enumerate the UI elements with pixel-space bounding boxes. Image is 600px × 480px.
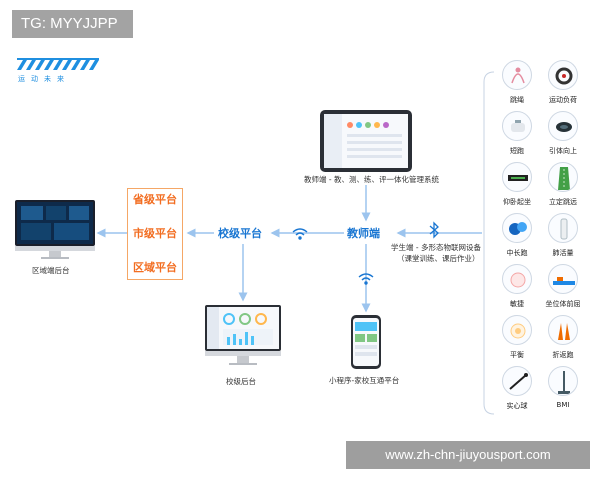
balance-device xyxy=(502,315,532,345)
miniprogram-caption: 小程序-家校互通平台 xyxy=(329,375,399,386)
bluetooth-icon xyxy=(430,223,438,237)
medicine-ball-device xyxy=(502,366,532,396)
district-platform-label: 区域平台 xyxy=(133,259,177,275)
device-label: 跳绳 xyxy=(492,95,542,105)
agility-device xyxy=(502,264,532,294)
situp-device xyxy=(502,162,532,192)
student-caption-line1: 学生端 - 多形态物联网设备 xyxy=(391,242,481,253)
school-backend-caption: 校级后台 xyxy=(226,376,256,387)
device-label: 短跑 xyxy=(492,146,542,156)
device-label: 实心球 xyxy=(492,401,542,411)
device-label: 运动负荷 xyxy=(538,95,588,105)
device-label: 坐位体前屈 xyxy=(538,299,588,309)
teacher-label: 教师端 xyxy=(347,225,380,241)
school-monitor xyxy=(205,305,281,367)
device-column: 跳绳 运动负荷 短跑 引体向上 仰卧起坐 立定跳远 中长跑 肺活量 敏捷 坐位体… xyxy=(482,56,592,426)
brand-logo xyxy=(17,58,99,72)
device-label: BMI xyxy=(538,401,588,409)
device-label: 折返跑 xyxy=(538,350,588,360)
teacher-system-caption: 教师端 - 教、测、练、评一体化管理系统 xyxy=(304,174,439,185)
wifi-icon xyxy=(293,229,307,239)
distance-run-device xyxy=(502,213,532,243)
lung-capacity-device xyxy=(548,213,578,243)
teacher-tablet xyxy=(320,110,412,172)
regional-backend-caption: 区域端后台 xyxy=(32,265,70,276)
bmi-device xyxy=(548,366,578,396)
device-label: 引体向上 xyxy=(538,146,588,156)
regional-monitor xyxy=(15,200,95,260)
long-jump-device xyxy=(548,162,578,192)
shuttle-run-device xyxy=(548,315,578,345)
student-caption-line2: （课堂训练、课后作业） xyxy=(397,253,480,264)
device-label: 肺活量 xyxy=(538,248,588,258)
device-label: 敏捷 xyxy=(492,299,542,309)
pullup-device xyxy=(548,111,578,141)
sit-reach-device xyxy=(548,264,578,294)
watermark-url: www.zh-chn-jiuyousport.com xyxy=(346,441,590,469)
load-band-device xyxy=(548,60,578,90)
provincial-platform-label: 省级平台 xyxy=(133,191,177,207)
brand-subtitle: 运动未来 xyxy=(18,74,70,84)
jump-rope-device xyxy=(502,60,532,90)
device-label: 平衡 xyxy=(492,350,542,360)
sprint-device xyxy=(502,111,532,141)
device-label: 仰卧起坐 xyxy=(492,197,542,207)
parent-phone xyxy=(351,315,381,369)
device-label: 中长跑 xyxy=(492,248,542,258)
watermark-top: TG: MYYJJPP xyxy=(12,10,133,38)
school-platform-label: 校级平台 xyxy=(218,225,262,241)
city-platform-label: 市级平台 xyxy=(133,225,177,241)
device-label: 立定跳远 xyxy=(538,197,588,207)
